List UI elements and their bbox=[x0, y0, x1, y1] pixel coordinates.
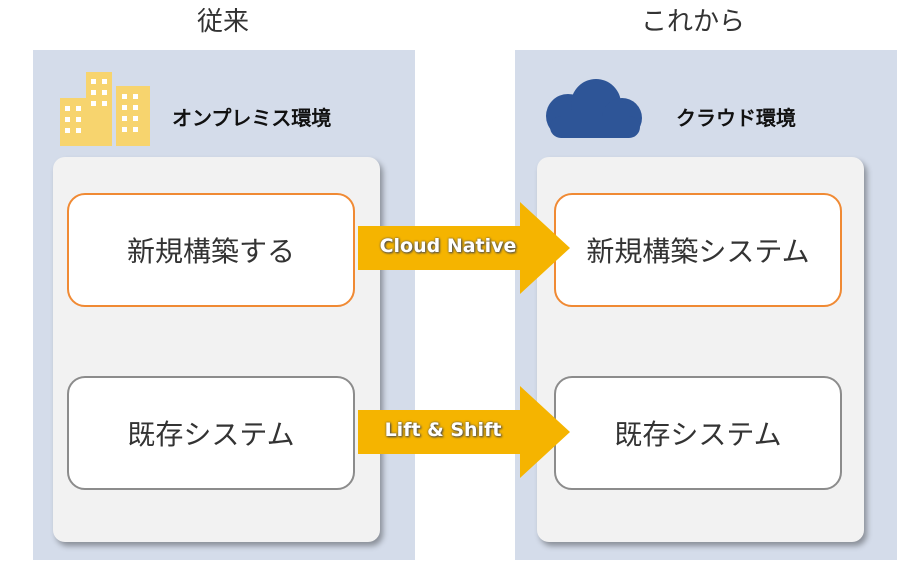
building-icon bbox=[60, 72, 150, 146]
on-premises-label: オンプレミス環境 bbox=[172, 106, 332, 130]
existing-system-box-right: 既存システム bbox=[554, 376, 842, 490]
cloud-native-label: Cloud Native bbox=[379, 235, 517, 257]
cloud-label: クラウド環境 bbox=[676, 106, 796, 130]
new-build-system-box: 新規構築システム bbox=[554, 193, 842, 307]
lift-and-shift-label: Lift & Shift bbox=[384, 419, 502, 441]
heading-conventional: 従来 bbox=[196, 7, 249, 37]
existing-system-box-left: 既存システム bbox=[67, 376, 355, 490]
lift-and-shift-arrow bbox=[358, 386, 570, 478]
heading-future: これから bbox=[640, 7, 745, 37]
cloud-native-arrow bbox=[358, 202, 570, 294]
cloud-icon bbox=[546, 79, 642, 138]
new-build-box: 新規構築する bbox=[67, 193, 355, 307]
